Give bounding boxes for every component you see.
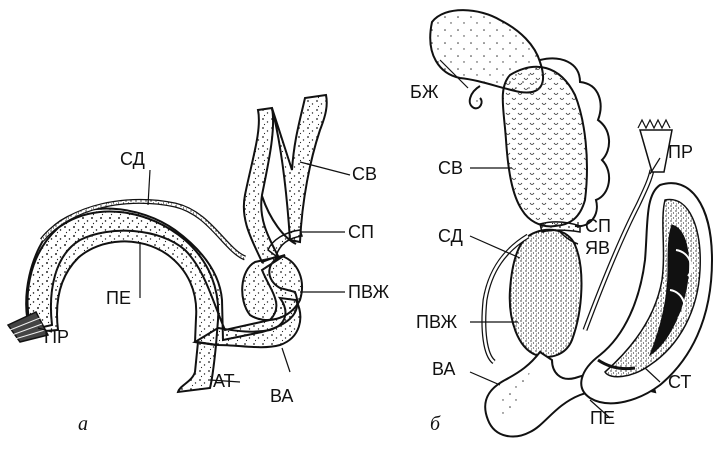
pvzh-bulb-a: [242, 256, 302, 320]
at-foot-a: [178, 342, 216, 392]
label-b-sv: СВ: [438, 158, 463, 178]
label-b-sd: СД: [438, 226, 463, 246]
label-b-st: СТ: [668, 372, 691, 392]
label-b-yav: ЯВ: [585, 238, 610, 258]
label-a-pvzh: ПВЖ: [348, 282, 390, 302]
label-a-pr: ПР: [44, 327, 69, 347]
pvzh-body-b: [510, 230, 582, 357]
label-b-sp: СП: [585, 216, 611, 236]
panel-caption-a: а: [78, 413, 88, 435]
label-a-sd: СД: [120, 149, 145, 169]
label-a-va: ВА: [270, 386, 293, 406]
label-b-va: ВА: [432, 359, 455, 379]
label-b-pr: ПР: [668, 142, 693, 162]
label-b-pe: ПЕ: [590, 408, 615, 428]
label-b-bzh: БЖ: [410, 82, 439, 102]
sp-duct-a: [268, 230, 302, 256]
sv-body-b: [503, 67, 587, 226]
sv-duct-a: [244, 108, 278, 262]
bzh-curl: [470, 86, 482, 108]
label-b-pvzh: ПВЖ: [416, 312, 458, 332]
panel-a: СД СВ СП ПВЖ ПЕ ПР АТ ВА а: [8, 95, 390, 435]
panel-caption-b: б: [430, 413, 441, 435]
label-a-sp: СП: [348, 222, 374, 242]
pe-body-a: [28, 211, 219, 345]
label-a-pe: ПЕ: [106, 288, 131, 308]
label-a-sv: СВ: [352, 164, 377, 184]
sv-duct-a-2: [272, 95, 327, 242]
panel-b: БЖ СВ СП ЯВ СД ПР ПВЖ ВА СТ ПЕ б: [410, 10, 712, 436]
label-a-at: АТ: [213, 371, 235, 391]
